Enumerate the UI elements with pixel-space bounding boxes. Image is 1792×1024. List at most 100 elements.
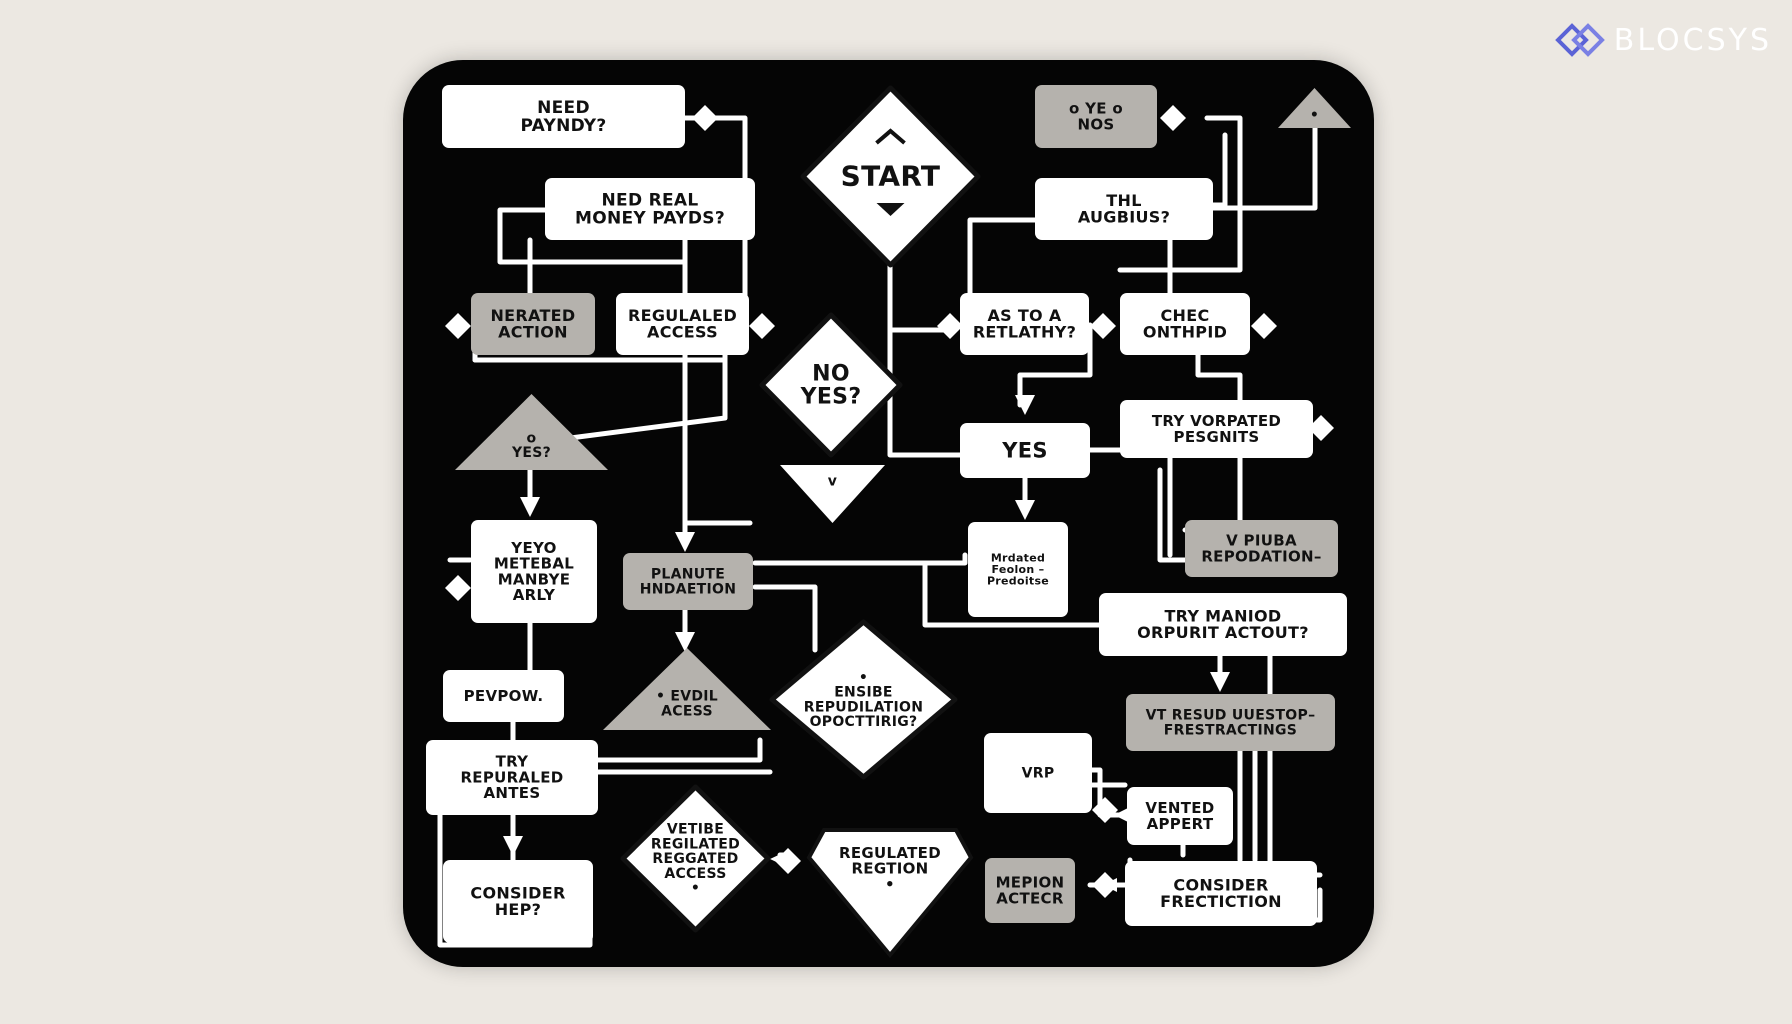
junction-marker: [445, 575, 471, 601]
node-label: o YE o: [1069, 100, 1123, 118]
node-label: VT RESUD UUESTOP–: [1146, 708, 1316, 724]
node-label: RETLATHY?: [973, 323, 1076, 342]
node-shape: [1099, 593, 1347, 656]
node-shape: [806, 828, 974, 959]
node-label: TRY: [496, 753, 530, 771]
node-label: o: [527, 431, 537, 447]
node-label: ARLY: [513, 586, 556, 604]
junction-marker: [445, 313, 471, 339]
node-start: START: [800, 85, 981, 268]
node-label: NEED: [537, 98, 590, 118]
connector: [552, 357, 728, 443]
node-label: V PIUBA: [1226, 532, 1297, 550]
node-label: FRESTRACTINGS: [1164, 722, 1297, 738]
node-shape: [1035, 85, 1157, 148]
node-shape: [800, 85, 981, 268]
node-vt-resud: VT RESUD UUESTOP–FRESTRACTINGS: [1126, 694, 1335, 751]
node-label: PAYNDY?: [520, 116, 606, 136]
junction-marker: [1308, 415, 1334, 441]
node-label: NOS: [1077, 115, 1114, 133]
node-label: CONSIDER: [470, 883, 565, 902]
arrowhead: [1015, 395, 1035, 415]
arrowhead: [1210, 672, 1230, 692]
chevron-down-icon: [876, 203, 905, 216]
node-label: ORPURIT ACTOUT?: [1137, 623, 1309, 642]
node-label: REPODATION–: [1201, 547, 1321, 565]
node-shape: [545, 178, 755, 240]
node-label: THL: [1106, 191, 1141, 210]
node-label: PEVPOW.: [464, 687, 544, 705]
node-label: ANTES: [484, 784, 541, 802]
node-label: REGILATED: [651, 836, 740, 852]
node-label: Predoitse: [987, 575, 1049, 588]
node-label: CONSIDER: [1173, 875, 1268, 894]
node-label: START: [841, 160, 941, 193]
node-shape: [442, 85, 685, 148]
arrowhead: [1114, 808, 1128, 822]
node-shape: [471, 293, 595, 355]
node-shape: [1278, 88, 1351, 128]
connector: [752, 584, 818, 653]
node-shape: [960, 423, 1090, 478]
node-label: REGULALED: [628, 306, 737, 325]
node-label: PESGNITS: [1174, 428, 1260, 446]
connector: [562, 737, 763, 763]
arrowhead: [503, 836, 523, 856]
junction-marker: [1092, 872, 1118, 898]
arrowhead: [675, 532, 695, 552]
node-label: ONTHPID: [1143, 323, 1227, 342]
node-label: YES?: [800, 385, 862, 410]
connector: [1117, 115, 1243, 273]
node-shape: [1120, 400, 1313, 458]
connector: [922, 560, 1103, 628]
node-shape: [1126, 694, 1335, 751]
node-label: NO: [812, 362, 850, 387]
node-label: APPERT: [1147, 815, 1214, 833]
node-label: HEP?: [495, 900, 542, 919]
node-label: MEPION: [996, 874, 1065, 892]
node-shape: [616, 293, 749, 355]
node-label: TRY MANIOD: [1164, 606, 1281, 625]
junction-marker: [1251, 313, 1277, 339]
node-label: NERATED: [490, 306, 575, 325]
node-label: REGGATED: [652, 851, 738, 867]
node-label: CHEC: [1160, 306, 1209, 325]
node-shape: [780, 465, 885, 523]
junction-marker: [749, 313, 775, 339]
node-label: YES: [1001, 438, 1048, 462]
junction-marker: [1090, 313, 1116, 339]
node-label: •: [859, 670, 868, 686]
node-shape: [1127, 787, 1233, 845]
node-label: MANBYE: [498, 570, 571, 588]
junction-marker: [1160, 105, 1186, 131]
node-label: ACESS: [661, 703, 713, 719]
node-pevpow: PEVPOW.: [443, 670, 564, 722]
node-down-triangle: v: [780, 465, 885, 523]
node-label: Mrdated: [991, 552, 1045, 565]
node-label: PLANUTE: [651, 567, 725, 583]
node-yes-box: YES: [960, 423, 1090, 478]
node-label: AUGBIUS?: [1078, 208, 1170, 227]
node-shape: [455, 394, 608, 470]
node-label: •: [691, 880, 700, 896]
node-label: REGTION: [851, 860, 928, 878]
node-shape: [984, 733, 1092, 813]
connector: [967, 217, 1038, 301]
arrowhead: [1015, 500, 1035, 520]
node-label: ACTION: [498, 323, 568, 342]
chevron-up-icon: [875, 128, 906, 145]
